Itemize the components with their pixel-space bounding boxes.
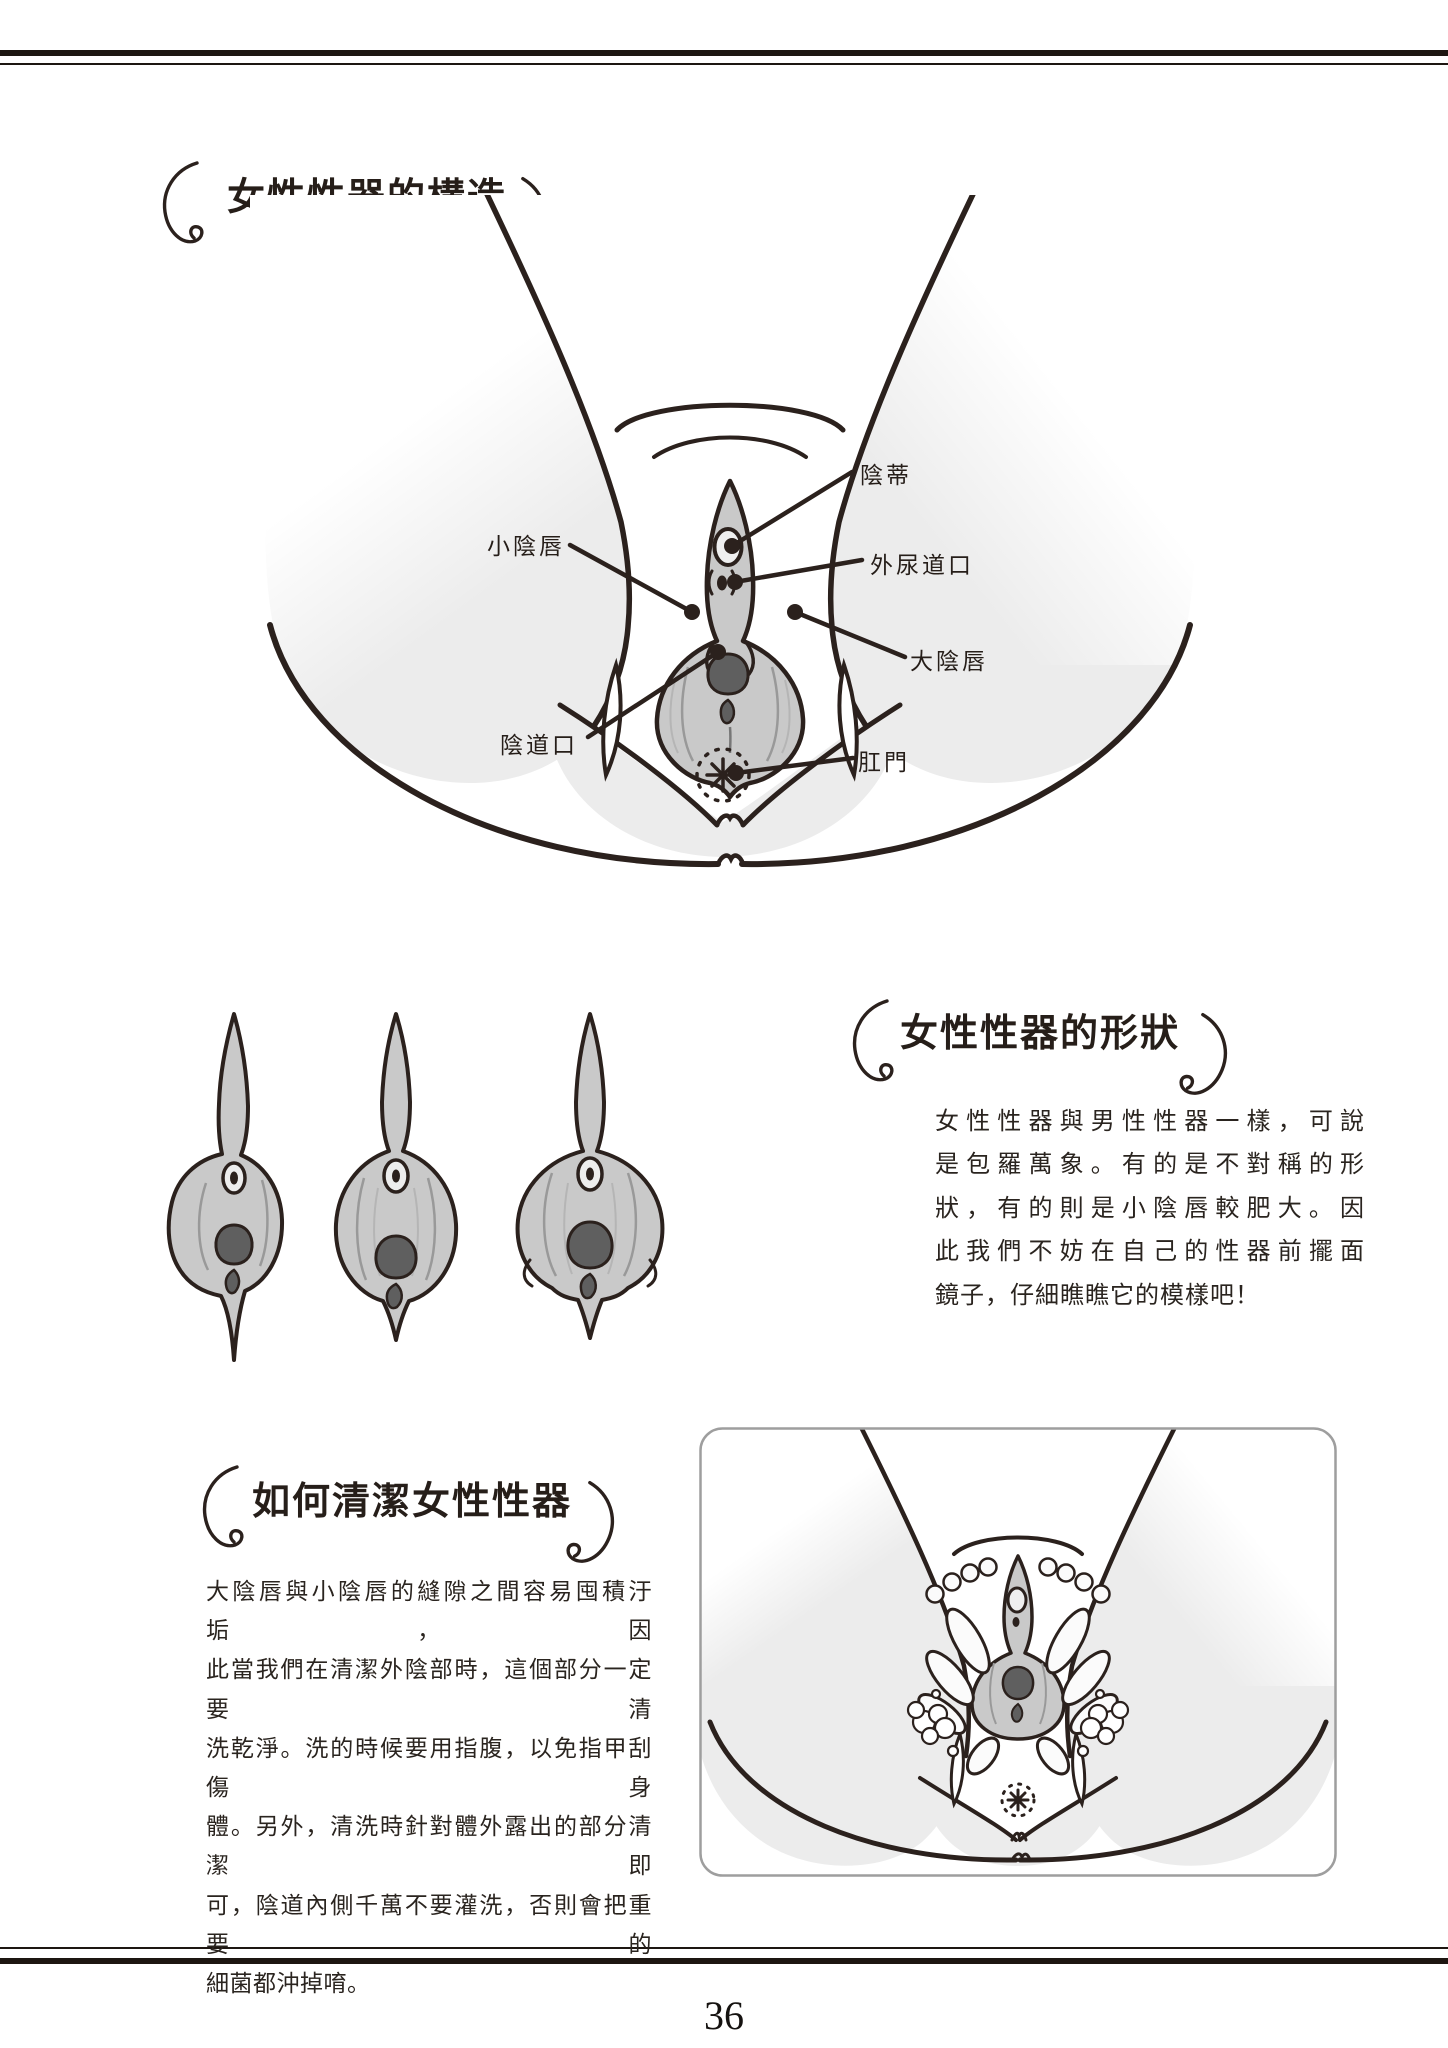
vulva-variant-asymmetric <box>166 1012 285 1362</box>
vulva-variant-wide <box>515 1012 665 1340</box>
body-outline <box>267 195 1193 868</box>
page-frame-rule-top-thick <box>0 50 1448 56</box>
paragraph-line: 女性性器與男性性器一樣，可說 <box>935 1108 1365 1135</box>
paragraph-line: 可，陰道內側千萬不要灌洗，否則會把重要的 <box>206 1891 652 1957</box>
title-flourish-left-icon <box>162 161 204 244</box>
panel-vulva <box>970 1554 1066 1741</box>
label-labia-minora: 小陰唇 <box>487 533 565 559</box>
panel-border <box>699 1427 1337 1877</box>
paragraph-line: 此我們不妨在自己的性器前擺面 <box>935 1238 1365 1266</box>
label-vaginal-opening: 陰道口 <box>500 732 578 758</box>
page-frame-rule-bottom-thick <box>0 1958 1448 1964</box>
paragraph-line: 體。另外，清洗時針對體外露出的部分清潔即 <box>206 1813 652 1879</box>
leader-lines <box>567 469 908 776</box>
page-number: 36 <box>704 1993 744 2038</box>
title-flourish-right-icon <box>566 1480 614 1563</box>
urethral-opening-mark <box>717 575 727 591</box>
vaginal-opening-mark <box>706 652 750 696</box>
paragraph-line: 此當我們在清潔外陰部時，這個部分一定要清 <box>206 1656 652 1722</box>
foam-cluster-right <box>1076 1688 1130 1758</box>
panel-anus-symbol <box>1000 1782 1036 1818</box>
title-flourish-left-icon <box>202 1465 244 1548</box>
paragraph-line: 鏡子，仔細瞧瞧它的模樣吧！ <box>935 1281 1260 1309</box>
paragraph-line: 是包羅萬象。有的是不對稱的形 <box>935 1151 1365 1179</box>
paragraph-line: 大陰唇與小陰唇的縫隙之間容易囤積汙垢，因 <box>206 1578 652 1644</box>
anatomy-diagram <box>250 195 1210 868</box>
paragraph-line: 狀，有的則是小陰唇較肥大。因 <box>935 1194 1365 1222</box>
body-fills <box>250 195 1210 857</box>
foam-cluster-left <box>906 1688 960 1758</box>
page-frame-rule-bottom-thin <box>0 1947 1448 1949</box>
label-anus: 肛門 <box>858 749 910 775</box>
paragraph-line: 細菌都沖掉唷。 <box>206 1970 371 1997</box>
title-flourish-left-icon <box>852 999 894 1082</box>
shapes-paragraph: 女性性器與男性性器一樣，可說 是包羅萬象。有的是不對稱的形 狀，有的則是小陰唇較… <box>935 1100 1365 1317</box>
panel-body-fills <box>700 1428 1336 1866</box>
leader-dots <box>684 538 803 781</box>
section-title-cleaning: 如何清潔女性性器 <box>252 1481 573 1523</box>
page-frame-rule-top-thin <box>0 63 1448 65</box>
vulva-variant-round <box>333 1012 459 1342</box>
label-clitoris: 陰蒂 <box>860 462 912 488</box>
vulva-illustration <box>654 478 806 800</box>
section-title-shapes: 女性性器的形狀 <box>900 1013 1181 1055</box>
label-urethral-opening: 外尿道口 <box>870 552 974 578</box>
paragraph-line: 洗乾淨。洗的時候要用指腹，以免指甲刮傷身 <box>206 1734 652 1801</box>
cleaning-paragraph: 大陰唇與小陰唇的縫隙之間容易囤積汙垢，因 此當我們在清潔外陰部時，這個部分一定要… <box>206 1572 652 2003</box>
label-labia-majora: 大陰唇 <box>910 648 988 674</box>
cleaning-illustration-panel <box>699 1427 1337 1877</box>
title-flourish-right-icon <box>1179 1012 1227 1095</box>
